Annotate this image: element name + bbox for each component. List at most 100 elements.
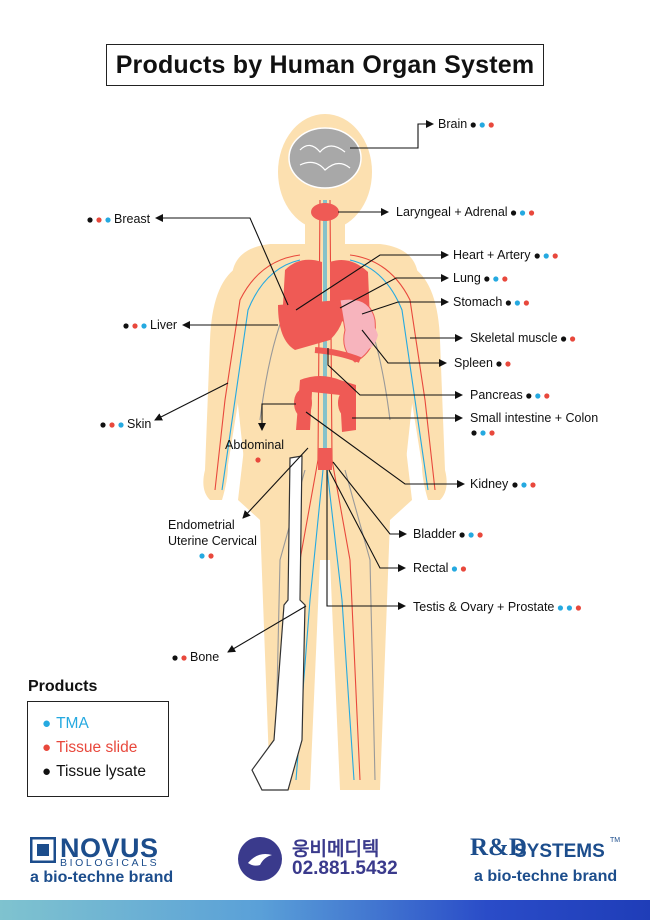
- label-brain: Brain: [438, 117, 467, 131]
- leader-endometrial: [242, 447, 309, 519]
- dot-bladder-tma: [468, 532, 474, 538]
- leader-bladder: [332, 461, 407, 538]
- dot-stomach-tma: [514, 300, 520, 306]
- dot-liver-lysate: [123, 323, 129, 329]
- novus-mark-icon: [30, 837, 56, 863]
- dot-skeletal-slide: [569, 336, 576, 342]
- label-stomach: Stomach: [453, 295, 502, 309]
- product-dots: [87, 122, 582, 661]
- label-lung: Lung: [453, 271, 481, 285]
- dot-laryngeal-tma: [519, 210, 526, 216]
- dot-rectal-slide: [460, 566, 467, 572]
- label-endometrial-1: Endometrial: [168, 518, 235, 532]
- dot-pancreas-tma: [535, 393, 541, 399]
- novus-logo[interactable]: NOVUS BIOLOGICALS a bio-techne brand: [30, 833, 173, 886]
- distributor-logo[interactable]: 웅비메디텍 02.881.5432: [238, 834, 408, 884]
- novus-brand-line: a bio-techne brand: [30, 869, 174, 886]
- legend-item-lysate: ● Tissue lysate: [42, 760, 168, 784]
- legend-label-slide: Tissue slide: [56, 739, 138, 756]
- dot-skin-slide: [109, 422, 115, 428]
- label-rectal: Rectal: [413, 561, 448, 575]
- legend-title: Products: [28, 678, 98, 695]
- dot-heart-slide: [552, 253, 558, 259]
- legend-dot-slide: ●: [42, 739, 52, 756]
- novus-sub: BIOLOGICALS: [60, 857, 160, 869]
- dot-testis-tma: [566, 605, 573, 611]
- leader-lung: [339, 274, 449, 309]
- dot-pancreas-lysate: [526, 393, 532, 399]
- leader-stomach: [361, 298, 449, 315]
- dot-lung-tma: [493, 276, 499, 282]
- dot-skeletal-lysate: [560, 336, 567, 342]
- label-pancreas: Pancreas: [470, 388, 523, 402]
- label-bladder: Bladder: [413, 527, 456, 541]
- intestine-shape: [296, 376, 356, 432]
- pancreas-shape: [314, 347, 362, 363]
- brain-shape: [288, 127, 362, 189]
- legend-label-lysate: Tissue lysate: [56, 763, 146, 780]
- novus-name: NOVUS: [60, 833, 159, 863]
- dot-bladder-lysate: [459, 532, 465, 538]
- dot-intestine-slide: [489, 430, 495, 436]
- label-laryngeal: Laryngeal + Adrenal: [396, 205, 508, 219]
- leader-lines: [154, 120, 465, 653]
- page-title: Products by Human Organ System: [106, 44, 544, 86]
- dot-brain-tma: [479, 122, 485, 128]
- dot-bone-lysate: [172, 655, 178, 661]
- legend-item-tma: ● TMA: [42, 712, 168, 736]
- dot-laryngeal-slide: [528, 210, 535, 216]
- liver-shape: [278, 300, 344, 350]
- dot-testis-slide: [575, 605, 582, 611]
- dot-skin-tma: [118, 422, 124, 428]
- dot-liver-slide: [132, 323, 138, 329]
- dot-stomach-lysate: [505, 300, 511, 306]
- distributor-name: 웅비메디텍: [292, 838, 380, 860]
- leader-spleen: [361, 329, 447, 367]
- dot-abdominal-slide: [255, 457, 261, 463]
- organ-labels: Brain Laryngeal + Adrenal Breast Heart +…: [114, 117, 598, 664]
- legend-dot-tma: ●: [42, 715, 52, 732]
- dot-breast-lysate: [87, 217, 93, 223]
- rd-systems-word: SYSTEMS: [514, 841, 605, 862]
- dot-testis-tma: [557, 605, 564, 611]
- label-skin: Skin: [127, 417, 151, 431]
- leader-testis: [326, 470, 406, 610]
- leader-rectal: [328, 469, 406, 572]
- label-testis: Testis & Ovary + Prostate: [413, 600, 554, 614]
- rd-brand-line: a bio-techne brand: [474, 868, 618, 885]
- laryngeal-shape: [311, 203, 339, 221]
- rd-systems-logo[interactable]: R&D SYSTEMS TM a bio-techne brand: [470, 834, 630, 885]
- dot-kidney-tma: [521, 482, 527, 488]
- dot-endometrial-tma: [199, 553, 205, 559]
- leader-skin: [154, 382, 229, 421]
- label-bone: Bone: [190, 650, 219, 664]
- dot-lung-lysate: [484, 276, 490, 282]
- bottom-gradient-bar: [0, 900, 650, 920]
- dot-intestine-lysate: [471, 430, 477, 436]
- dot-bladder-slide: [477, 532, 483, 538]
- leader-kidney: [305, 411, 465, 488]
- dot-endometrial-slide: [208, 553, 214, 559]
- dot-brain-slide: [488, 122, 494, 128]
- bone-shape: [251, 455, 306, 791]
- dot-kidney-slide: [530, 482, 536, 488]
- rd-tm: TM: [610, 837, 621, 844]
- dot-heart-lysate: [534, 253, 540, 259]
- dot-intestine-tma: [480, 430, 486, 436]
- bladder-shape: [318, 448, 332, 470]
- leader-bone: [227, 605, 307, 653]
- rd-name: R&D: [470, 834, 527, 861]
- legend: ● TMA ● Tissue slide ● Tissue lysate: [27, 701, 169, 797]
- dot-breast-slide: [96, 217, 102, 223]
- distributor-emblem-icon: [238, 837, 282, 881]
- dot-skin-lysate: [100, 422, 106, 428]
- label-kidney: Kidney: [470, 477, 509, 491]
- leader-abdominal: [258, 403, 296, 431]
- legend-dot-lysate: ●: [42, 763, 52, 780]
- label-spleen: Spleen: [454, 356, 493, 370]
- dot-spleen-lysate: [496, 361, 502, 367]
- leader-pancreas: [327, 348, 463, 399]
- label-liver: Liver: [150, 318, 177, 332]
- leader-brain: [350, 120, 434, 149]
- label-heart: Heart + Artery: [453, 248, 531, 262]
